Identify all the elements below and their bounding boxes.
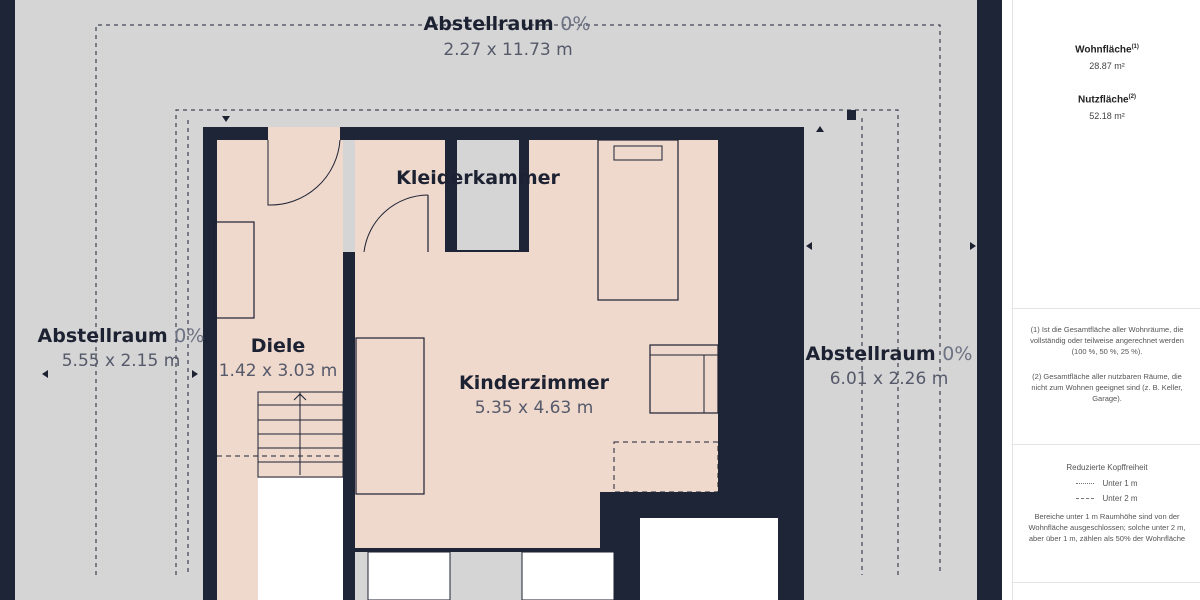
- bed: [597, 139, 679, 301]
- kids-room-name: Kinderzimmer: [458, 372, 610, 394]
- kids-room-dims: 5.35 x 4.63 m: [474, 398, 594, 418]
- usable-area-value: 52.18 m²: [1089, 111, 1125, 122]
- storage-right-dims: 6.01 x 2.26 m: [829, 369, 949, 389]
- kids-room-floor-mid: [445, 294, 545, 324]
- headroom-legend: Reduzierte Kopffreiheit Unter 1 m Unter …: [1013, 462, 1200, 544]
- usable-area: Nutzfläche(2) 52.18 m²: [1013, 94, 1200, 121]
- legend-title: Reduzierte Kopffreiheit: [1066, 463, 1148, 472]
- area-sidebar: Wohnfläche(1) 28.87 m² Nutzfläche(2) 52.…: [1012, 0, 1200, 600]
- living-area: Wohnfläche(1) 28.87 m²: [1013, 44, 1200, 71]
- wardrobe: [355, 337, 425, 495]
- living-area-label: Wohnfläche(1): [1075, 44, 1139, 56]
- inner-wall-top: [203, 127, 803, 140]
- hall-cabinet: [213, 221, 255, 319]
- partition-wall: [343, 252, 355, 600]
- usable-area-label: Nutzfläche(2): [1078, 94, 1136, 106]
- kids-room-floor-upper: [529, 140, 718, 492]
- hall-name: Diele: [250, 335, 306, 357]
- pillow: [613, 145, 663, 161]
- door-swing: [267, 139, 341, 206]
- window-left: [367, 551, 451, 600]
- footnote-1: (1) Ist die Gesamtfläche aller Wohnräume…: [1030, 325, 1184, 356]
- headroom-outlines: [95, 24, 941, 575]
- dimension-arrows: [42, 116, 976, 378]
- armchair: [649, 344, 719, 414]
- window-right: [521, 551, 615, 600]
- divider: [1013, 444, 1200, 445]
- closet-floor: [355, 140, 445, 252]
- closet-door-swing: [363, 194, 429, 253]
- storage-right-name: Abstellraum 0%: [805, 343, 973, 365]
- inner-wall-left: [203, 127, 217, 600]
- storage-left-dims: 5.55 x 2.15 m: [61, 351, 181, 371]
- dashed-line-icon: [1076, 498, 1095, 499]
- divider: [1013, 582, 1200, 583]
- legend-under-1: Unter 1 m: [1013, 479, 1200, 488]
- floor-plan: [0, 0, 1002, 600]
- footnote-2: (2) Gesamtfläche aller nutzbaren Räume, …: [1031, 372, 1183, 403]
- divider: [1013, 308, 1200, 309]
- footnotes: (1) Ist die Gesamtfläche aller Wohnräume…: [1013, 324, 1200, 404]
- stair-opening: [258, 478, 343, 600]
- opening-bottom: [640, 518, 778, 600]
- wall-bottom-mid: [355, 548, 600, 552]
- living-area-value: 28.87 m²: [1089, 61, 1125, 72]
- storage-left-name: Abstellraum 0%: [37, 325, 205, 347]
- dotted-line-icon: [1076, 483, 1095, 484]
- closet-shelf: [457, 140, 519, 250]
- legend-under-2: Unter 2 m: [1013, 494, 1200, 503]
- stairs: [257, 391, 344, 478]
- storage-top-name: Abstellraum 0%: [423, 13, 591, 35]
- storage-top-dims: 2.27 x 11.73 m: [443, 40, 573, 60]
- closet-name: Kleiderkammer: [396, 167, 560, 189]
- hall-dims: 1.42 x 3.03 m: [218, 361, 338, 381]
- door-gap: [268, 127, 340, 140]
- marker: [847, 110, 856, 120]
- legend-note: Bereiche unter 1 m Raumhöhe sind von der…: [1028, 512, 1186, 543]
- desk: [613, 441, 719, 493]
